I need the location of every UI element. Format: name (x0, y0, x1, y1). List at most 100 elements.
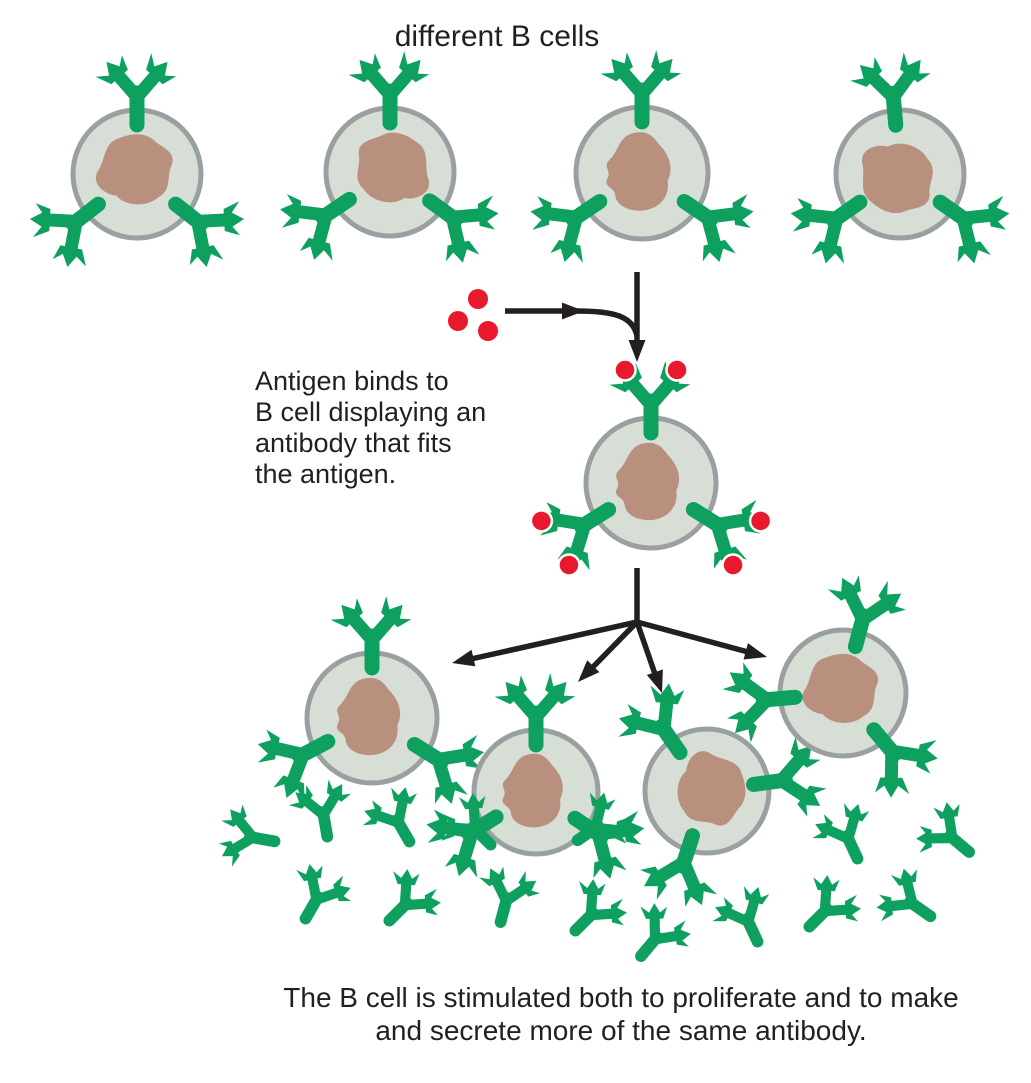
antibody-claw-tip (393, 869, 420, 886)
antibody-receptor (609, 358, 691, 441)
antibody-arms (956, 208, 1000, 255)
free-antibody (803, 875, 861, 933)
antibody-claw-tip (218, 840, 240, 867)
cell-nucleus (357, 132, 430, 203)
antibody-receptor (600, 50, 682, 130)
free-antibody (635, 903, 691, 962)
cell-nucleus (502, 753, 563, 828)
antibody-arms (721, 893, 760, 927)
antibody-claw-tip (29, 203, 51, 238)
antibody-arms (399, 876, 434, 911)
antibody-claw-tip (439, 814, 456, 841)
antibody-claw-tip (726, 711, 757, 743)
arrowhead (646, 669, 663, 693)
antibody-claw-tip (550, 239, 583, 263)
antibody-arms (923, 809, 958, 844)
daughter-b-cell-3 (618, 683, 827, 907)
antibody-claw-tip (600, 52, 633, 82)
antibody-claw-tip (545, 673, 576, 705)
antibody-claw-tip (296, 864, 323, 882)
antibody-claw-tip (146, 53, 177, 85)
b-cell-4 (790, 52, 1010, 264)
antibody-receptor (746, 736, 827, 817)
antibody-receptor (494, 673, 576, 753)
antibody-receptor (330, 596, 412, 676)
antibody-arms (649, 910, 684, 945)
cell-nucleus (336, 677, 401, 756)
antibody-arms (490, 874, 531, 907)
antibody-receptor (790, 194, 868, 264)
antibody-claw-tip (593, 856, 627, 879)
antibody-arms (884, 744, 929, 789)
antibody-receptor (406, 734, 485, 804)
antibody-arms (700, 206, 745, 254)
antibody-claw-tip (900, 52, 931, 83)
antibody-arms (445, 208, 490, 254)
antibody-claw-tip (722, 662, 753, 693)
antibody-claw-tip (326, 779, 351, 802)
arrows (452, 272, 767, 693)
antibody-claw-tip (651, 50, 682, 82)
antibody-claw-tip (189, 245, 224, 268)
bound-antigen-dot (529, 509, 554, 533)
antibody-claw-tip (743, 886, 770, 905)
arrowhead (562, 302, 584, 320)
antibody-arms (819, 882, 854, 917)
antibody-receptor (95, 53, 177, 133)
antibody-receptor (722, 662, 803, 743)
antibody-claw-tip (348, 53, 381, 83)
antibody-receptor (932, 194, 1010, 264)
arrowhead (452, 649, 476, 667)
b-cell-2 (280, 51, 499, 263)
antibody-receptor (827, 575, 906, 655)
antigen-dot (478, 321, 498, 341)
bound-antigen-dot (665, 358, 689, 382)
free-antibody (296, 864, 352, 925)
antibody-claw-tip (477, 195, 499, 230)
arrow-line (470, 619, 638, 662)
antibody-arms (39, 213, 83, 258)
antibody-claw-tip (674, 920, 691, 947)
antibody-arms (585, 886, 620, 921)
bound-antigen-dot (557, 553, 581, 577)
antibody-claw-tip (610, 898, 627, 926)
antibody-claw-tip (479, 866, 505, 887)
antibody-claw-tip (95, 55, 128, 85)
antibody-arms (627, 692, 674, 737)
antibody-arms (110, 67, 164, 104)
antibody-claw-tip (426, 809, 448, 843)
antibody-arms (883, 875, 918, 912)
antibody-claw-tip (988, 195, 1010, 230)
annotation-line: the antigen. (255, 459, 397, 489)
antibody-claw-tip (957, 241, 991, 264)
antibody-receptor (530, 193, 608, 263)
antibody-arms (306, 871, 344, 905)
caption-line: and secrete more of the same antibody. (375, 1015, 867, 1046)
antibody-arms (710, 513, 754, 561)
antibody-claw-tip (812, 814, 833, 839)
antibody-receptor (422, 193, 499, 263)
bound-antigen-dot (613, 358, 637, 382)
antibody-arms (431, 748, 475, 796)
antibody-arms (539, 206, 584, 254)
antibody-arms (266, 741, 310, 790)
antibody-claw-tip (916, 740, 938, 774)
antibody-arms (590, 799, 625, 836)
cell-nucleus (606, 132, 671, 211)
antibody-claw-tip (790, 736, 821, 768)
antibody-receptor (168, 196, 245, 268)
cell-nucleus (677, 751, 746, 826)
antibody-arms (774, 751, 814, 804)
antibody-claw-tip (223, 201, 245, 236)
cell-nucleus (615, 442, 680, 521)
antibody-claw-tip (790, 197, 812, 232)
antibody-arms (446, 800, 481, 835)
antibody-claw-tip (434, 781, 468, 804)
bound-antigen-dot (721, 553, 745, 577)
antibody-arms (864, 66, 918, 104)
free-antibody (571, 792, 632, 847)
antibody-claw-tip (878, 580, 906, 614)
antibody-claw-tip (589, 792, 616, 810)
